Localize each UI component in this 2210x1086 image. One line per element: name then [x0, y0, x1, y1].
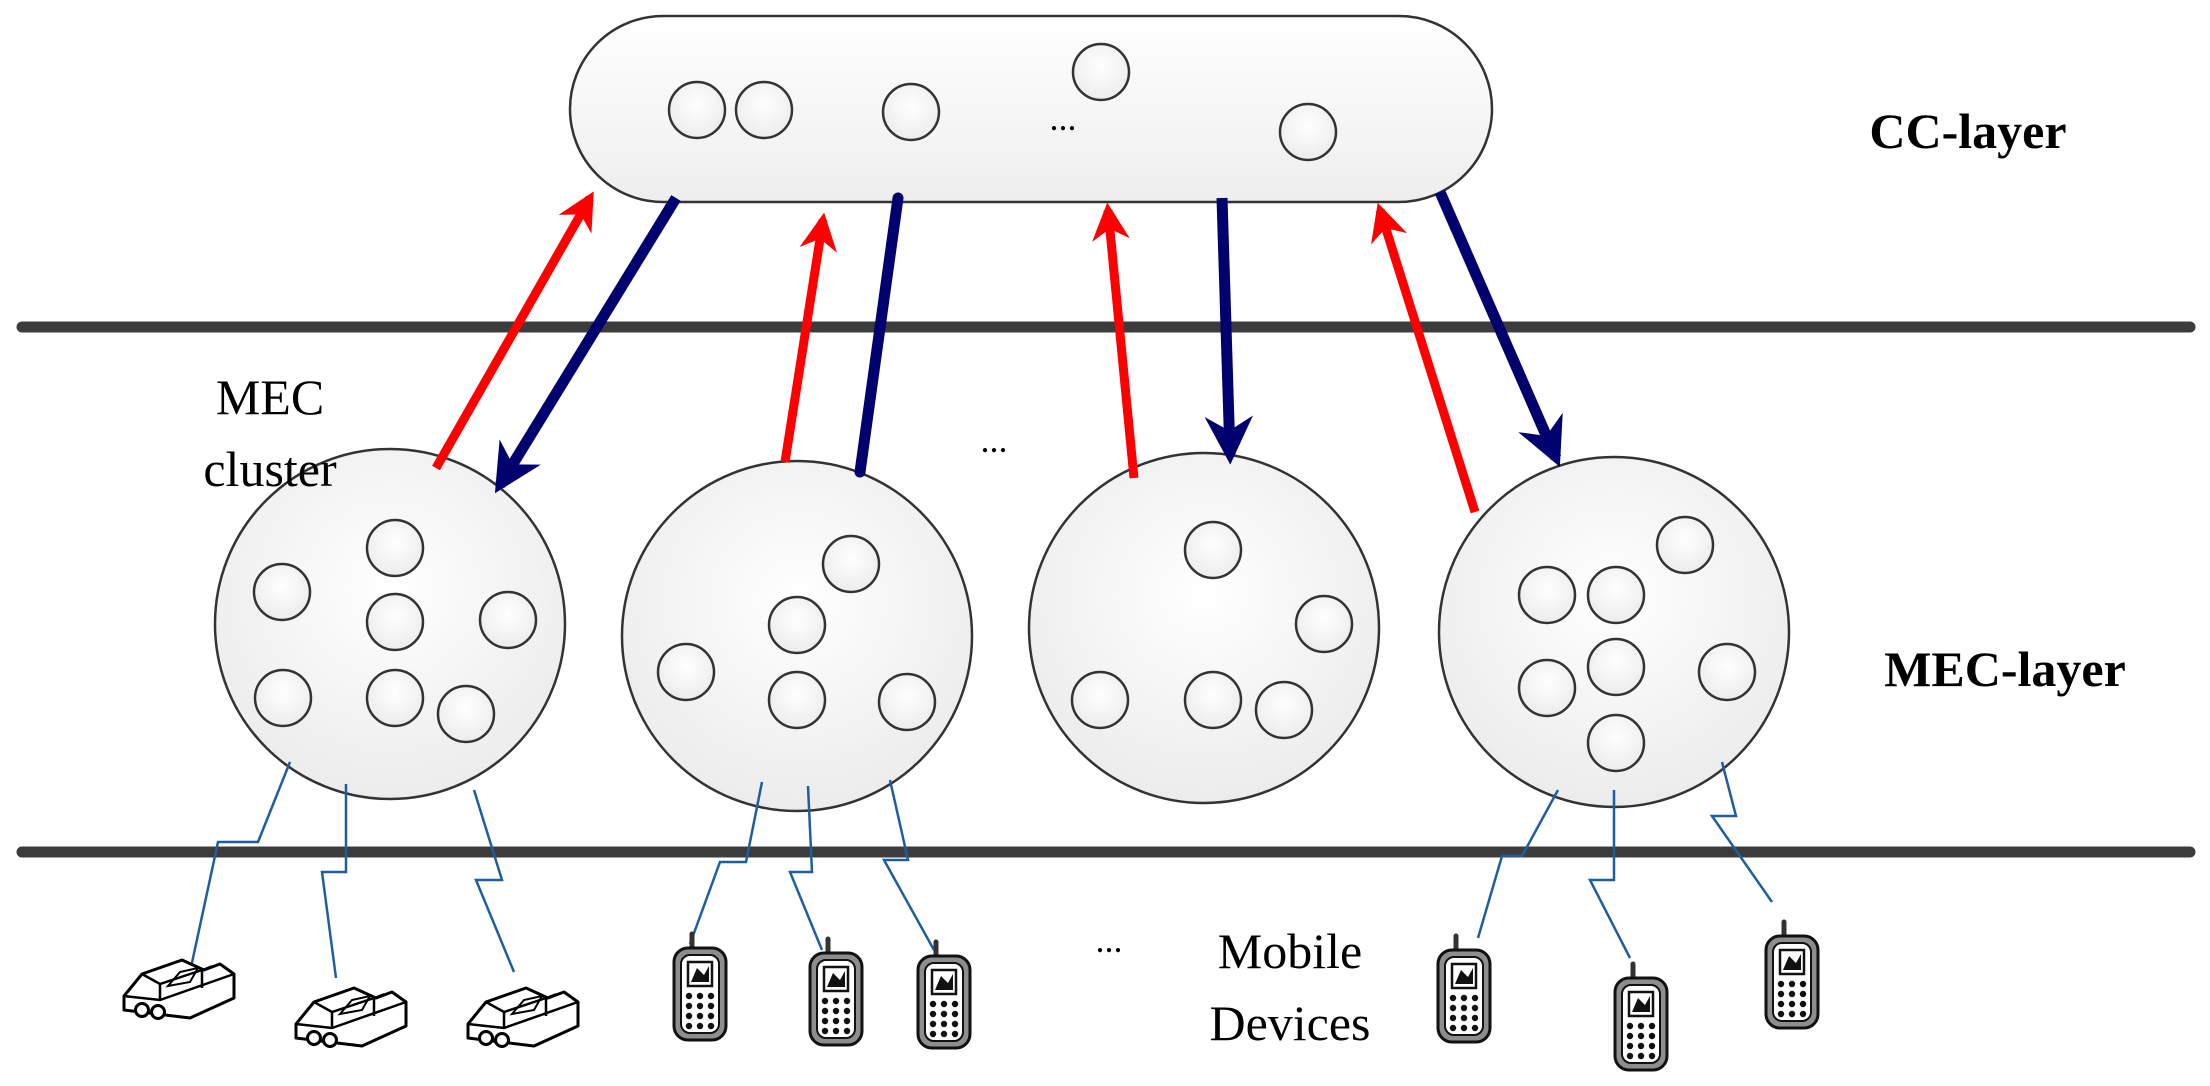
wireless-links: [188, 761, 1774, 979]
mec-cluster-2: [620, 459, 974, 813]
mobile-phone-icon: [1615, 964, 1667, 1070]
cloud-server-node: [734, 80, 794, 140]
mobile-phone-icon: [1766, 922, 1818, 1028]
cloud-server-node: [1278, 102, 1338, 162]
device-ellipsis: ...: [1096, 920, 1123, 960]
edge-server-node: [436, 684, 496, 744]
download-arrow: [1204, 197, 1253, 465]
edge-server-node: [1586, 713, 1646, 773]
edge-server-node: [1586, 637, 1646, 697]
download-arrow: [494, 195, 681, 494]
edge-server-node: [767, 670, 827, 730]
edge-server-node: [767, 595, 827, 655]
car-icon: [294, 986, 408, 1048]
edge-server-node: [1697, 642, 1757, 702]
cloud-server-node: [1071, 42, 1131, 102]
edge-server-node: [252, 562, 312, 622]
edge-server-node: [877, 672, 937, 732]
cloud-ellipsis: ...: [1050, 98, 1077, 138]
mobile-devices-label-line2: Devices: [1209, 995, 1370, 1051]
upload-arrow: [1092, 202, 1139, 479]
upload-arrow: [780, 212, 837, 463]
upload-arrow: [432, 191, 594, 471]
wireless-link: [688, 781, 764, 945]
wireless-link: [1709, 761, 1774, 903]
edge-server-node: [1183, 520, 1243, 580]
edge-server-node: [478, 590, 538, 650]
edge-server-node: [1517, 658, 1577, 718]
edge-server-node: [253, 668, 313, 728]
cloud-center: [568, 14, 1494, 204]
mec-layer-label: MEC-layer: [1884, 641, 2126, 697]
edge-server-node: [1517, 565, 1577, 625]
edge-server-node: [821, 534, 881, 594]
edge-server-node: [365, 668, 425, 728]
wireless-link: [1476, 789, 1560, 939]
edge-server-node: [1254, 680, 1314, 740]
wireless-link: [1587, 790, 1632, 959]
mobile-devices-label-line1: Mobile: [1218, 923, 1362, 979]
mobile-phone-icon: [1438, 936, 1490, 1042]
edge-server-node: [365, 518, 425, 578]
car-icon: [122, 958, 236, 1020]
mec-ellipsis: ...: [981, 420, 1008, 460]
mobile-phone-icon: [918, 942, 970, 1048]
wireless-link: [788, 785, 824, 951]
edge-server-node: [1586, 565, 1646, 625]
wireless-link: [188, 761, 292, 973]
wireless-link: [881, 779, 936, 951]
wireless-link: [472, 789, 516, 973]
edge-server-node: [656, 642, 716, 702]
edge-server-node: [1655, 515, 1715, 575]
wireless-link: [320, 784, 348, 979]
cloud-server-node: [667, 80, 727, 140]
edge-server-node: [365, 592, 425, 652]
mec-cluster-1: [213, 447, 567, 801]
mec-cluster-label-line1: MEC: [216, 369, 324, 425]
download-line: [854, 192, 904, 478]
mobile-phone-icon: [674, 934, 726, 1040]
car-icon: [466, 986, 580, 1048]
cloud-server-node: [881, 82, 941, 142]
cc-layer-label: CC-layer: [1869, 103, 2066, 159]
mec-cluster-label-line2: cluster: [203, 441, 337, 497]
edge-server-node: [1070, 670, 1130, 730]
mec-cluster-3: [1027, 451, 1381, 805]
mobile-phone-icon: [810, 939, 862, 1045]
edge-server-node: [1294, 594, 1354, 654]
mec-cluster-4: [1437, 455, 1791, 809]
edge-server-node: [1183, 670, 1243, 730]
download-arrow: [1434, 189, 1563, 467]
upload-arrow: [1371, 202, 1480, 514]
